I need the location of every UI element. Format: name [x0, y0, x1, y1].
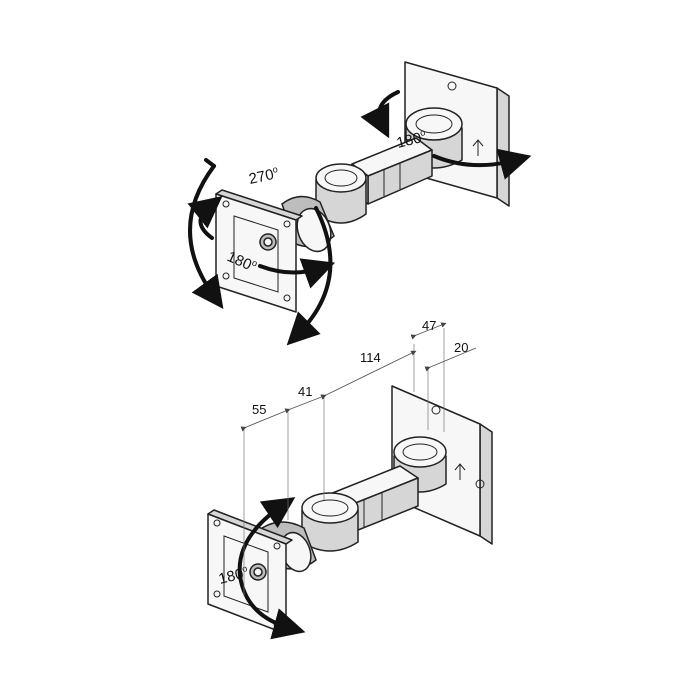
bottom-arm-assembly [207, 385, 493, 635]
tilt-arrow-start-icon [204, 158, 216, 168]
swivel-head-arrow-bottom-start-icon [259, 497, 296, 529]
swivel-plate-arrow-icon [258, 258, 336, 289]
angle-label-swivel-wall: 180o [395, 127, 429, 152]
dimension-lines: 55 41 114 47 20 [240, 318, 477, 596]
angle-label-tilt: 270o [247, 164, 280, 188]
dimension-label-1: 55 [252, 402, 266, 417]
swivel-head-arrow-bottom-icon [237, 508, 306, 640]
top-arm-assembly [215, 61, 510, 313]
swivel-wall-arrow-icon [432, 148, 532, 180]
bottom-vesa-plate [207, 509, 293, 635]
bottom-rotation-arrows [237, 497, 306, 640]
bottom-angle-labels: 180o [217, 563, 251, 588]
dimension-label-5: 20 [454, 340, 468, 355]
dimension-label-3: 114 [360, 350, 381, 365]
tilt-wall-arrow-icon [360, 90, 400, 139]
dimension-label-4: 47 [422, 318, 436, 333]
rotate-plate-arrow-icon [187, 195, 223, 240]
angle-label-bottom-swivel-plate: 180o [217, 563, 251, 588]
bottom-elbow-joint [301, 492, 359, 552]
tilt-arrow-icon [188, 164, 224, 309]
top-rotation-arrows [187, 90, 532, 346]
top-vesa-plate [215, 189, 303, 313]
dimension-label-2: 41 [298, 384, 312, 399]
swivel-head-arrow-icon [286, 206, 333, 346]
